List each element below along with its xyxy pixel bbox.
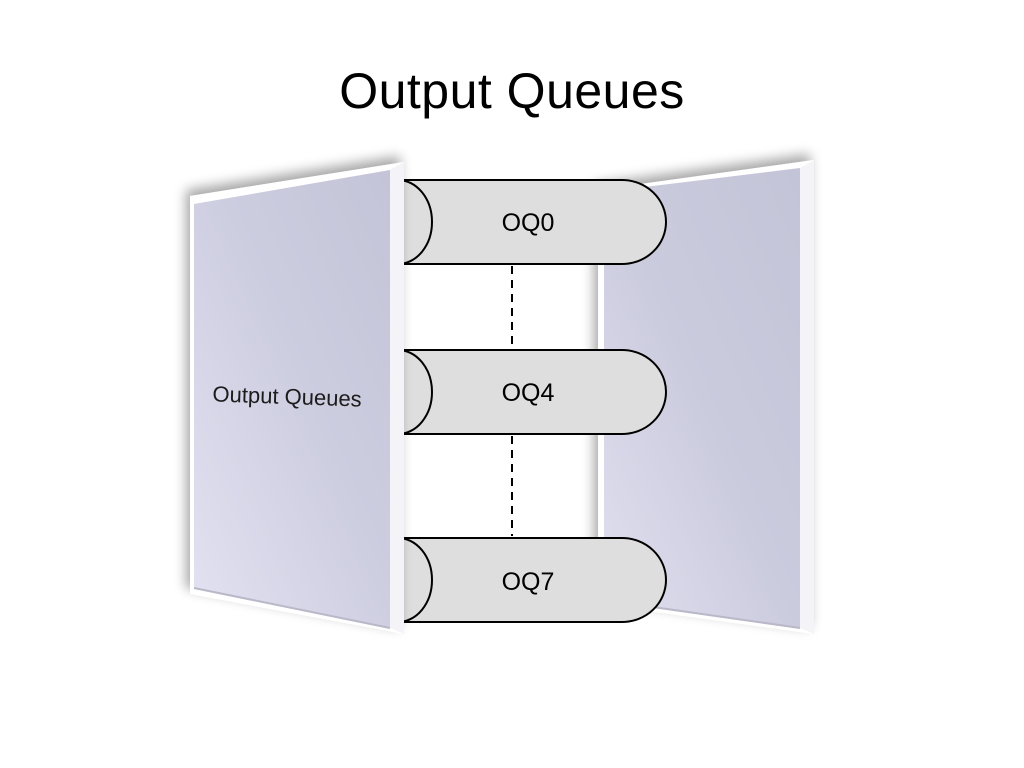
- queue-label: OQ7: [502, 568, 555, 596]
- left-panel-label: Output Queues: [212, 381, 362, 411]
- slide-title: Output Queues: [339, 63, 685, 119]
- queue-oq0: OQ0: [397, 179, 667, 265]
- queue-label: OQ4: [502, 379, 555, 407]
- left-panel: Output Queues: [190, 162, 404, 634]
- right-panel: [598, 160, 814, 634]
- queue-label: OQ0: [502, 209, 555, 237]
- queue-oq4: OQ4: [397, 349, 667, 435]
- queue-oq7: OQ7: [397, 537, 667, 623]
